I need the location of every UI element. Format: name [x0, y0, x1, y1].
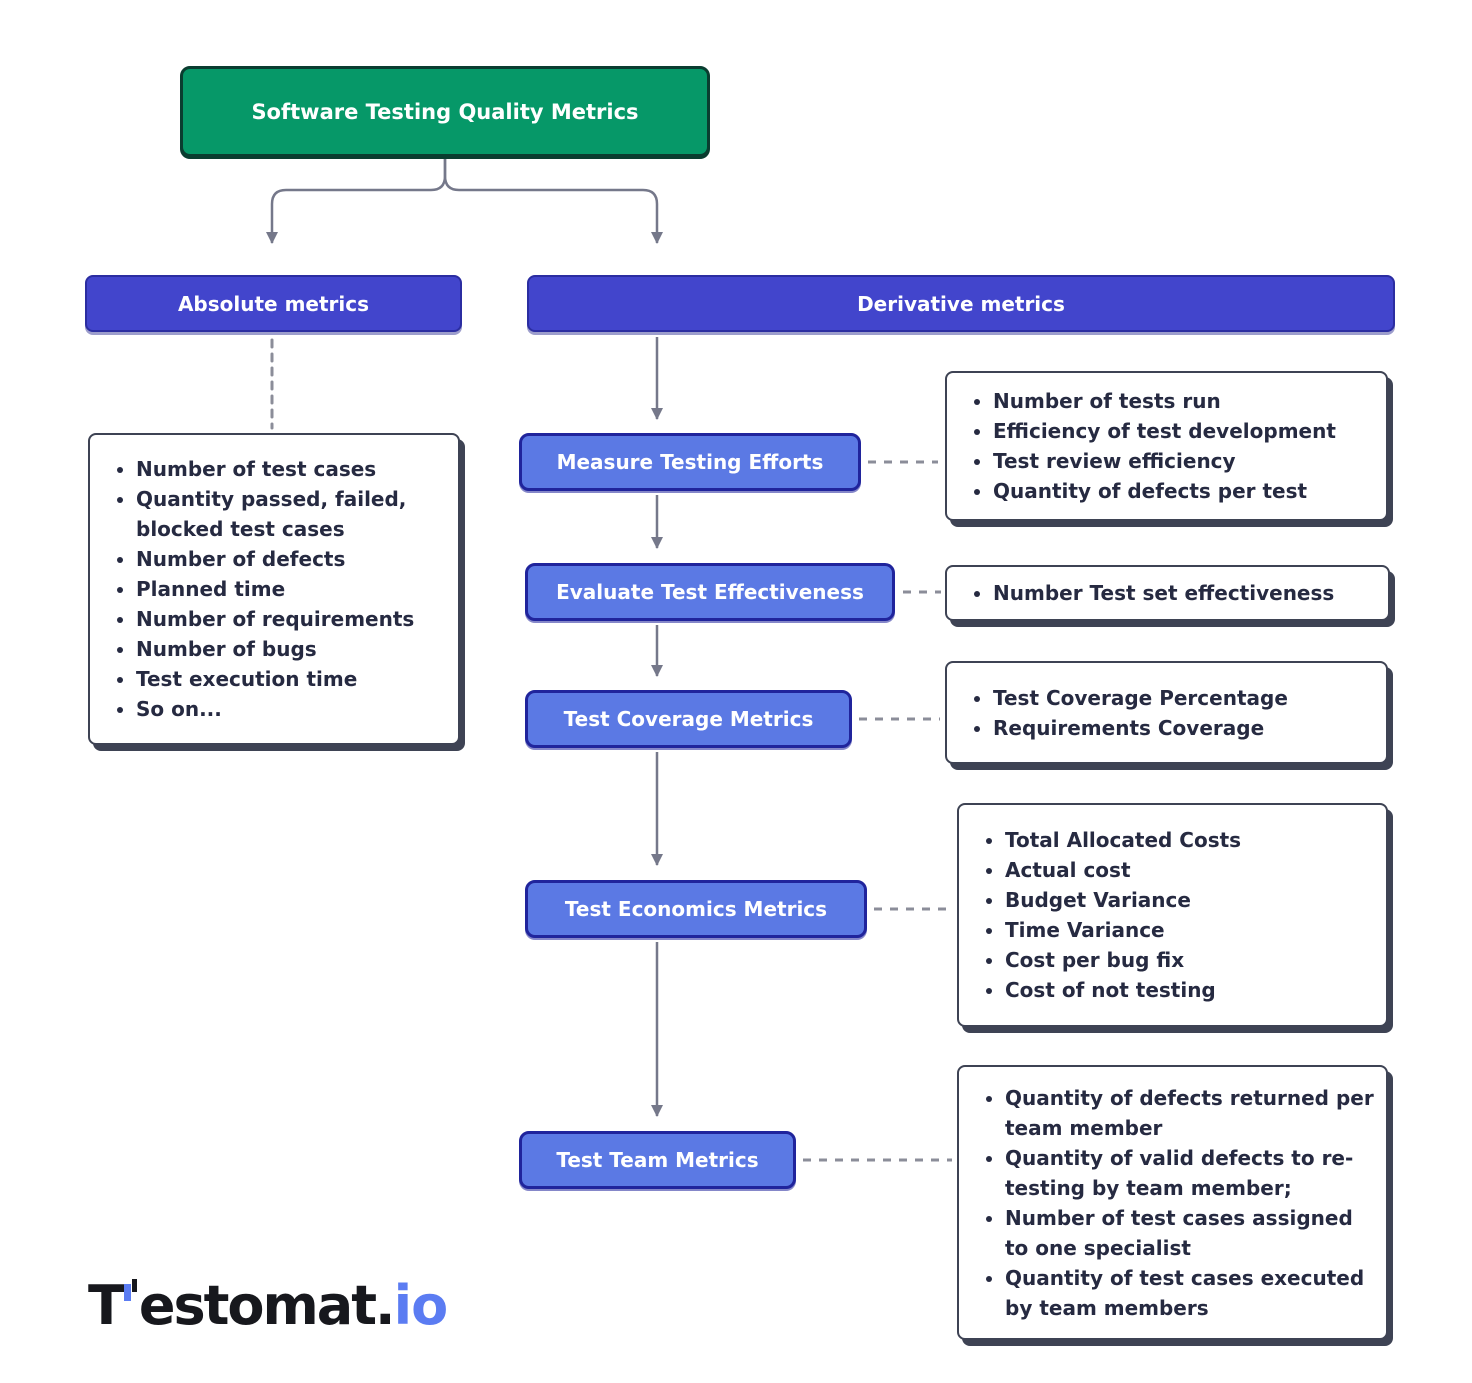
chain-box-test-economics-metrics: Test Economics Metrics — [525, 880, 867, 938]
list-item: Total Allocated Costs — [1005, 825, 1374, 855]
list-item: Number of test cases — [136, 454, 446, 484]
chain-box-label: Test Team Metrics — [556, 1148, 759, 1172]
header-box-absolute-metrics: Absolute metrics — [85, 275, 462, 332]
list-box-measure-testing-efforts: Number of tests runEfficiency of test de… — [945, 371, 1388, 521]
list-item: Planned time — [136, 574, 446, 604]
coverage-list: Test Coverage PercentageRequirements Cov… — [947, 683, 1386, 743]
chain-box-measure-testing-efforts: Measure Testing Efforts — [519, 433, 861, 491]
chain-box-evaluate-test-effectiveness: Evaluate Test Effectiveness — [525, 563, 895, 621]
absolute-metrics-list: Number of test casesQuantity passed, fai… — [90, 454, 458, 724]
branch-arrow-left — [266, 158, 447, 244]
team-list: Quantity of defects returned per team me… — [959, 1083, 1386, 1323]
effectiveness-list: Number Test set effectiveness — [947, 578, 1388, 608]
list-item: Number Test set effectiveness — [993, 578, 1376, 608]
list-item: Quantity of test cases executed by team … — [1005, 1263, 1374, 1323]
list-item: Quantity of valid defects to re-testing … — [1005, 1143, 1374, 1203]
logo-accent-text: io — [393, 1273, 449, 1337]
list-item: Test Coverage Percentage — [993, 683, 1374, 713]
list-box-evaluate-test-effectiveness: Number Test set effectiveness — [945, 565, 1390, 621]
branch-arrow-right — [443, 158, 663, 244]
list-item: Cost of not testing — [1005, 975, 1374, 1005]
chain-box-label: Test Coverage Metrics — [563, 707, 814, 731]
list-item: Quantity of defects per test — [993, 476, 1374, 506]
list-item: So on... — [136, 694, 446, 724]
root-box-software-testing-quality-metrics: Software Testing Quality Metrics — [180, 66, 710, 157]
header-box-derivative-metrics: Derivative metrics — [527, 275, 1395, 332]
list-item: Quantity passed, failed, blocked test ca… — [136, 484, 446, 544]
chain-box-test-team-metrics: Test Team Metrics — [519, 1131, 796, 1189]
list-box-test-economics-metrics: Total Allocated CostsActual costBudget V… — [957, 803, 1388, 1027]
list-item: Actual cost — [1005, 855, 1374, 885]
list-item: Number of bugs — [136, 634, 446, 664]
chain-box-label: Measure Testing Efforts — [556, 450, 824, 474]
list-item: Budget Variance — [1005, 885, 1374, 915]
list-box-test-team-metrics: Quantity of defects returned per team me… — [957, 1065, 1388, 1340]
chain-box-label: Evaluate Test Effectiveness — [556, 580, 864, 604]
list-item: Number of defects — [136, 544, 446, 574]
root-box-label: Software Testing Quality Metrics — [251, 99, 639, 124]
list-item: Efficiency of test development — [993, 416, 1374, 446]
list-item: Number of requirements — [136, 604, 446, 634]
list-box-test-coverage-metrics: Test Coverage PercentageRequirements Cov… — [945, 661, 1388, 764]
logo-dark-text: estomat. — [138, 1273, 396, 1337]
header-derivative-label: Derivative metrics — [857, 291, 1065, 316]
list-item: Quantity of defects returned per team me… — [1005, 1083, 1374, 1143]
chain-box-label: Test Economics Metrics — [564, 897, 828, 921]
list-box-absolute-metrics: Number of test casesQuantity passed, fai… — [88, 433, 460, 745]
list-item: Cost per bug fix — [1005, 945, 1374, 975]
logo-t: T — [88, 1273, 125, 1337]
list-item: Time Variance — [1005, 915, 1374, 945]
efforts-list: Number of tests runEfficiency of test de… — [947, 386, 1386, 506]
list-item: Number of tests run — [993, 386, 1374, 416]
list-item: Test review efficiency — [993, 446, 1374, 476]
list-item: Test execution time — [136, 664, 446, 694]
header-absolute-label: Absolute metrics — [177, 291, 370, 316]
chain-box-test-coverage-metrics: Test Coverage Metrics — [525, 690, 852, 748]
logo-tick-icon — [123, 1275, 137, 1321]
list-item: Requirements Coverage — [993, 713, 1374, 743]
list-item: Number of test cases assigned to one spe… — [1005, 1203, 1374, 1263]
economics-list: Total Allocated CostsActual costBudget V… — [959, 825, 1386, 1005]
